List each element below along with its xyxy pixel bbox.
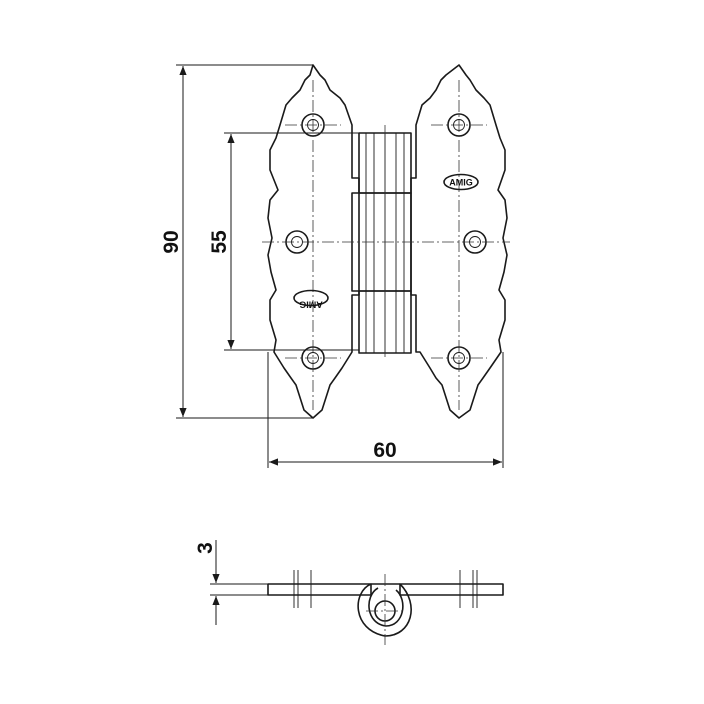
dimension-label-pin-spacing: 55: [208, 230, 231, 254]
dimension-label-height: 90: [160, 230, 183, 253]
left-screw-holes: [285, 113, 325, 370]
right-leaf-outline: [410, 64, 508, 419]
hinge-side-view: [267, 570, 504, 645]
logo-text-right: AMIG: [449, 178, 473, 188]
side-knuckle-curl: [357, 574, 412, 645]
dimension-thickness: 3: [194, 540, 268, 625]
dimension-height: 90: [160, 64, 313, 419]
amig-logo-right: AMIG: [443, 173, 479, 191]
dimension-label-width: 60: [373, 439, 396, 462]
left-leaf-outline: [267, 64, 360, 419]
hinge-front-view: AMIG AMIG: [262, 64, 510, 419]
logo-text-left: AMIG: [299, 300, 323, 310]
knuckle-barrel: [351, 132, 412, 354]
right-screw-holes: [447, 113, 487, 370]
dimension-pin-spacing: 55: [208, 132, 359, 351]
dimension-width: 60: [267, 352, 504, 468]
side-leaf-right: [399, 583, 504, 596]
center-lines: [262, 80, 510, 410]
amig-logo-left: AMIG: [293, 289, 329, 310]
dimension-label-thickness: 3: [194, 542, 217, 554]
side-leaf-left: [267, 583, 372, 596]
